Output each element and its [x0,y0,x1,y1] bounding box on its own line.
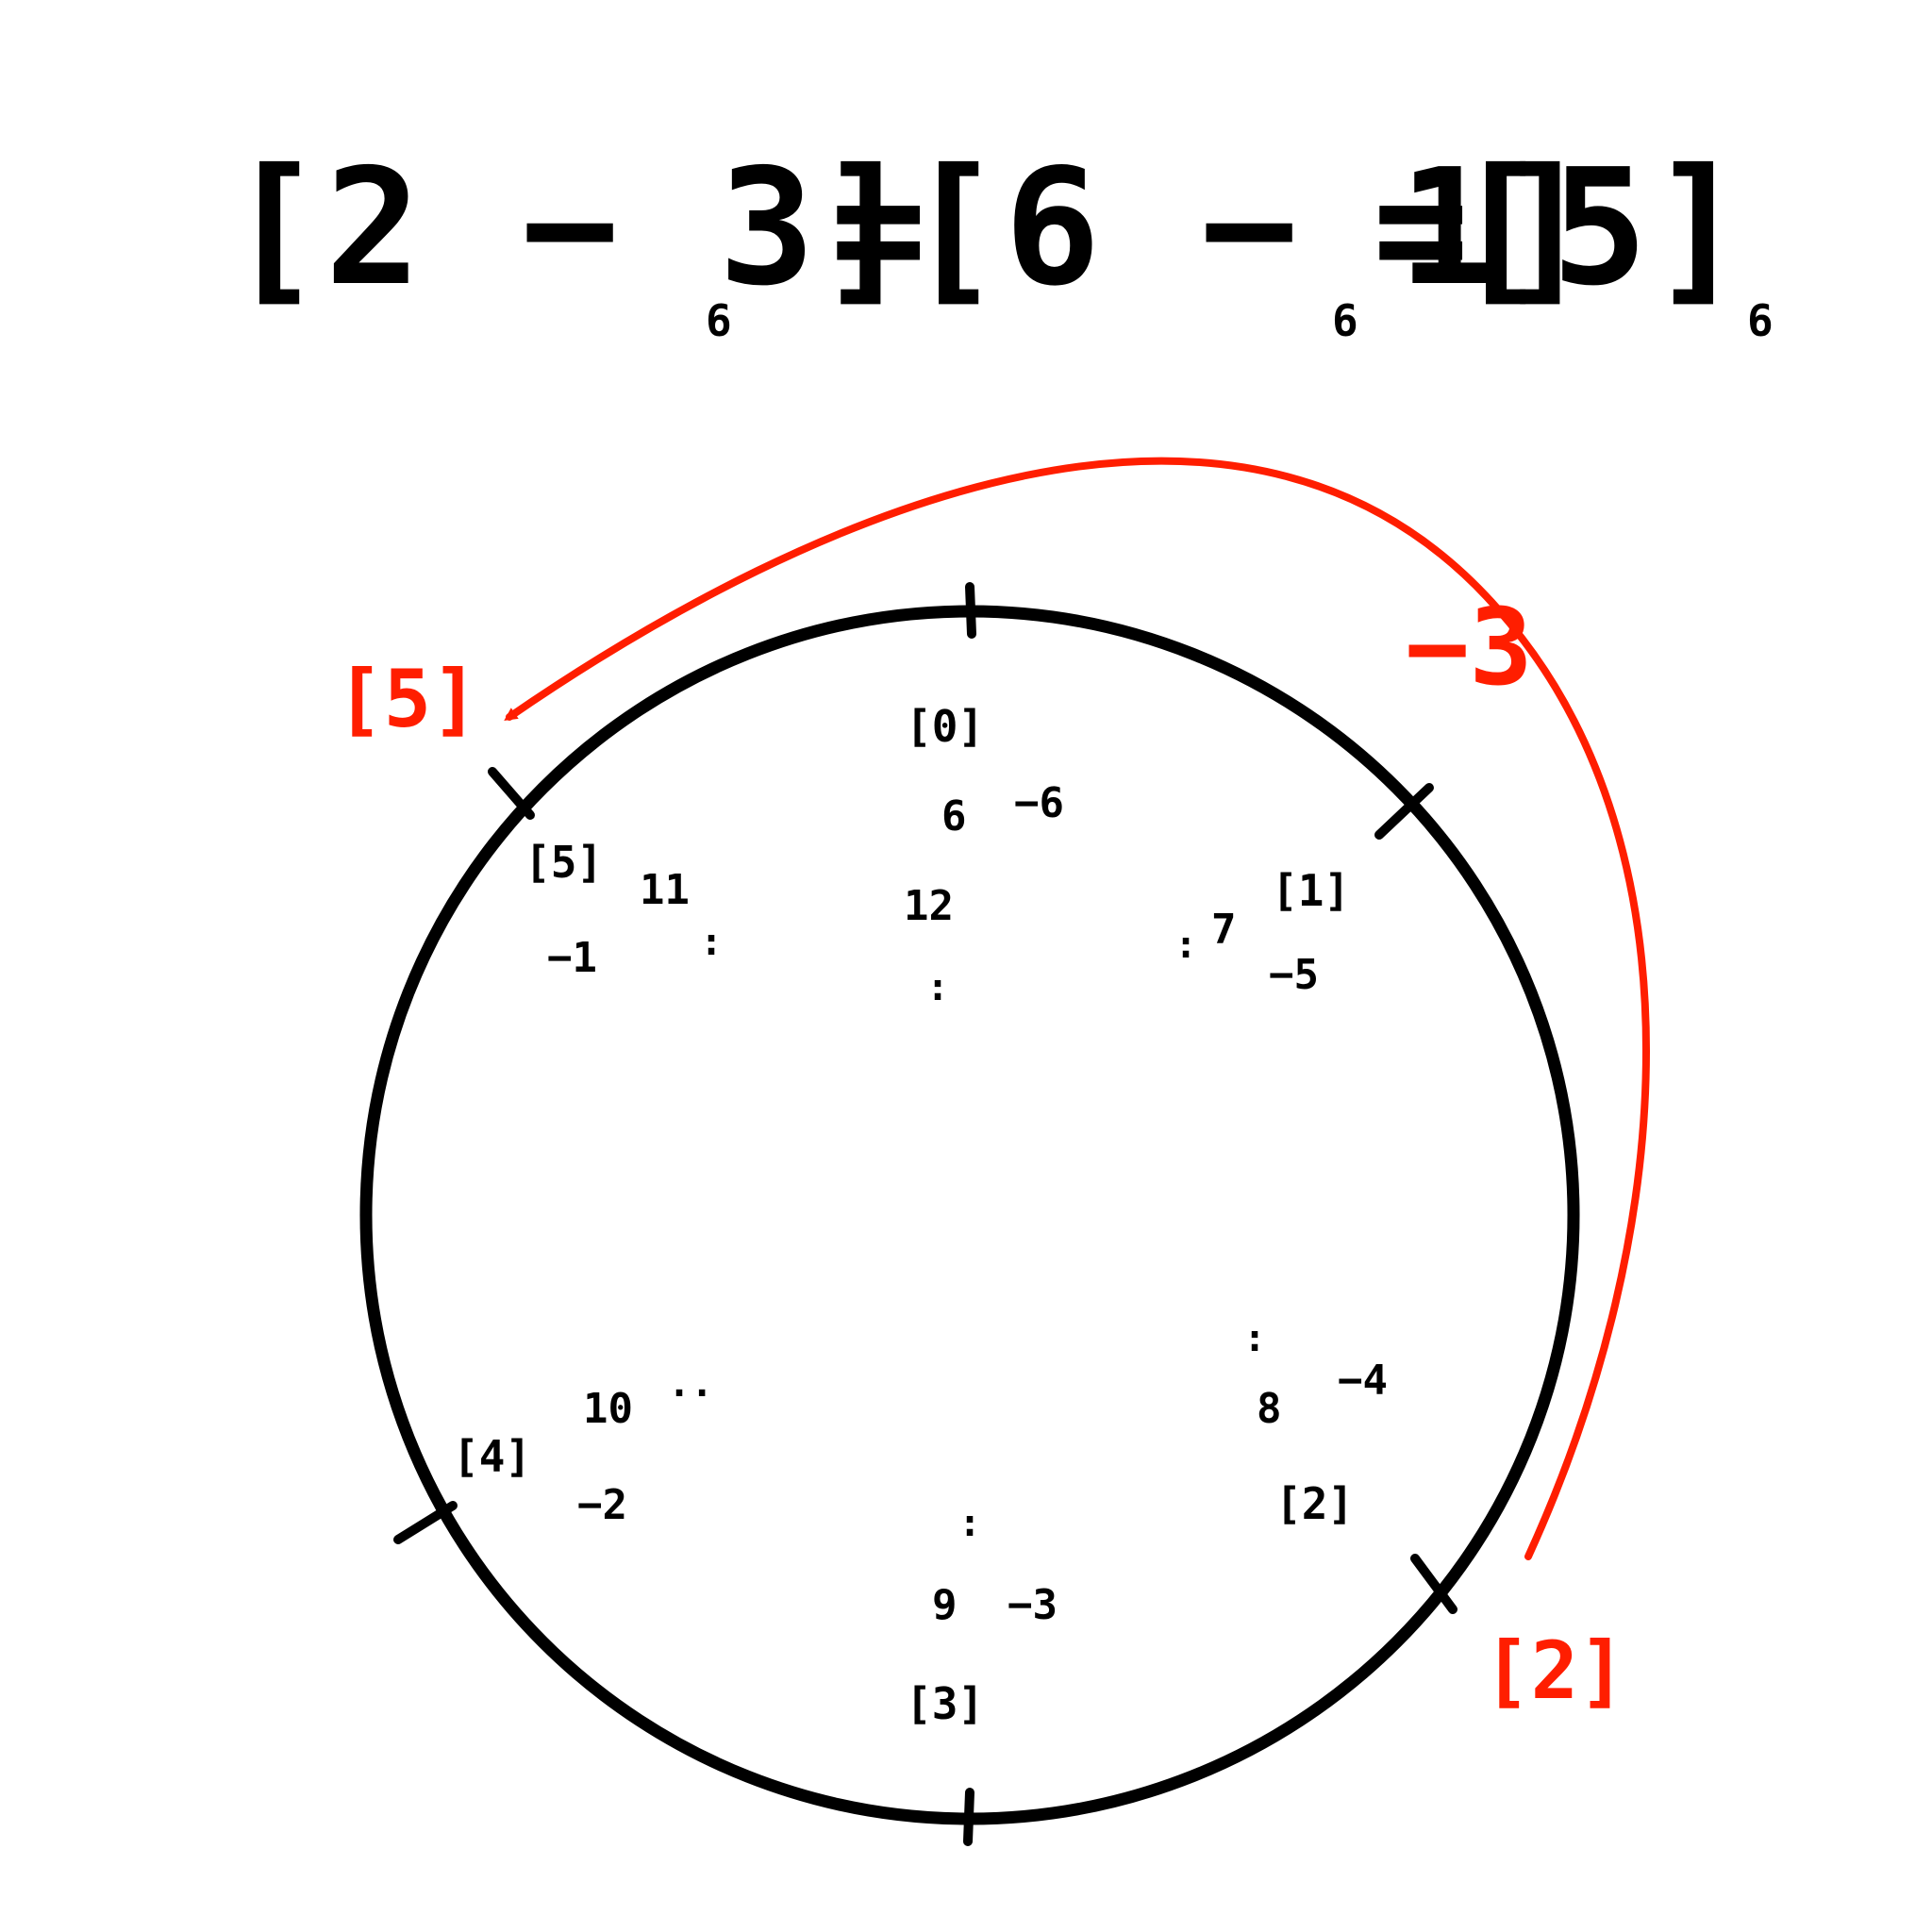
equation-equals-1: = [830,135,928,322]
class-3-group: [3] 9 −3 : [906,1502,1058,1729]
class-3-alt-2: −3 [1008,1581,1058,1629]
class-3-label: [3] [906,1678,984,1729]
clock-ticks [393,582,1457,1846]
equation-mid-expr: [6 − 1] [906,135,1594,322]
class-5-alt-2: −1 [547,934,597,982]
class-1-alt-2: −5 [1269,951,1319,999]
class-5-dots: : [700,921,723,964]
class-4-dots: .. [668,1362,713,1406]
class-5-group: [5] 11 −1 : [525,837,723,982]
equation-mid-subscript: 6 [1332,295,1358,346]
annotation-end-label: [5] [336,653,479,745]
annotation-step-label: −3 [1406,587,1533,709]
equation-right-expr: [5] [1453,135,1748,322]
equation-left-subscript: 6 [706,295,732,346]
annotation-arc-arrow [504,457,1650,1560]
tick-1 [1374,783,1434,840]
class-4-group: [4] 10 −2 .. [453,1362,713,1529]
class-2-label: [2] [1275,1478,1354,1529]
class-0-dots: : [926,966,949,1009]
class-4-alt-2: −2 [577,1481,627,1529]
class-0-group: [0] 6 −6 12 : [904,701,1064,1009]
equation-right-subscript: 6 [1747,295,1774,346]
class-3-dots: : [958,1502,981,1545]
class-0-alt-2: −6 [1014,779,1064,827]
clock-circle [359,605,1580,1825]
class-1-label: [1] [1272,865,1350,916]
class-0-label: [0] [906,701,984,752]
class-2-alt-2: −4 [1338,1357,1388,1405]
class-2-dots: : [1243,1317,1266,1360]
class-5-alt-1: 11 [640,866,690,914]
tick-3 [963,1788,974,1846]
annotation-start-label: [2] [1483,1624,1626,1717]
tick-5 [488,767,535,820]
class-1-group: [1] 7 −5 : [1174,865,1350,999]
class-0-alt-3: 12 [904,882,954,930]
class-4-alt-1: 10 [583,1385,633,1433]
class-1-alt-1: 7 [1211,906,1237,954]
tick-0 [965,582,976,639]
class-2-group: [2] 8 −4 : [1243,1317,1388,1529]
class-0-alt-1: 6 [941,792,967,841]
tick-4 [393,1501,458,1544]
class-5-label: [5] [525,837,603,888]
class-3-alt-1: 9 [932,1581,958,1629]
class-1-dots: : [1174,924,1197,967]
class-2-alt-1: 8 [1257,1385,1282,1433]
equation: [2 − 3] 6 = [6 − 1] 6 = [5] 6 [226,135,1774,346]
equation-left-expr: [2 − 3] [226,135,915,322]
class-4-label: [4] [453,1431,531,1482]
equation-equals-2: = [1373,135,1471,322]
tick-2 [1410,1554,1457,1614]
